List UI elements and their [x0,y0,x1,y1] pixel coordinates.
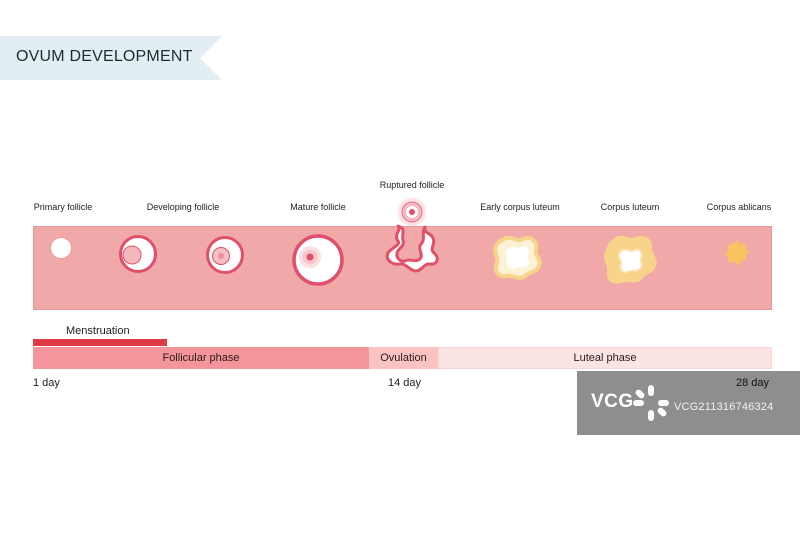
watermark: VCG VCG211316746324 28 day [577,371,800,435]
primary-follicle [50,237,72,259]
stage-label-corpus-albicans: Corpus ablicans [706,202,772,212]
luteal-phase: Luteal phase [438,347,772,369]
mature-follicle [292,234,344,286]
stage-label-early-corpus-luteum: Early corpus luteum [480,202,560,212]
watermark-logo: VCG [591,391,634,412]
day-start-label: 1 day [33,377,60,389]
corpus-albicans [724,240,750,266]
stage-label-developing: Developing follicle [146,202,220,212]
title-banner: OVUM DEVELOPMENT [0,36,222,80]
corpus-luteum [604,235,657,284]
menstruation-bar [33,339,167,346]
menstruation-label: Menstruation [66,325,130,337]
banner-shape [0,36,222,80]
follicular-phase: Follicular phase [33,347,369,369]
ruptured-follicle [385,224,439,273]
ovulation-phase-label: Ovulation [380,352,427,364]
released-ovum [398,198,426,226]
stage-label-ruptured: Ruptured follicle [379,180,445,190]
developing-follicle-late [206,236,244,274]
day-end-label: 28 day [736,377,770,389]
developing-follicle [119,235,157,273]
stage-label-mature: Mature follicle [290,202,346,212]
page-title: OVUM DEVELOPMENT [16,48,193,65]
day-ovulation-label: 14 day [388,377,422,389]
ovulation-phase: Ovulation [369,347,438,369]
early-corpus-luteum [493,235,542,280]
follicular-phase-label: Follicular phase [162,352,240,364]
luteal-phase-label: Luteal phase [573,352,637,364]
watermark-id: VCG211316746324 [674,401,774,413]
stage-label-primary: Primary follicle [33,202,93,212]
watermark-mark-icon [633,385,669,421]
stage-label-corpus-luteum: Corpus luteum [600,202,660,212]
